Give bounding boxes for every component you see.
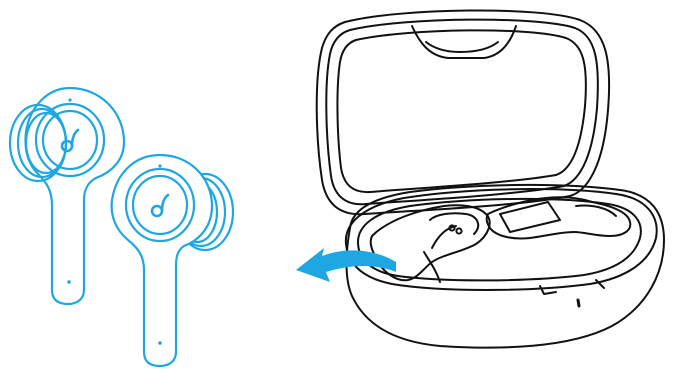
charging-pin [456, 228, 461, 233]
earbud-left [10, 88, 124, 304]
earbud-right-body [112, 155, 212, 366]
case-lid-outer [317, 10, 609, 214]
case-lid [317, 10, 609, 214]
curved-arrow-left-icon [296, 248, 396, 282]
earbud-right [112, 155, 233, 366]
case-earbud-slots [371, 197, 631, 282]
case-led-indicator [578, 300, 579, 306]
case-lid-cavity [337, 30, 585, 192]
case-lid-inner-rim [326, 20, 598, 205]
earbud-left-faceplate [36, 104, 104, 176]
charging-case [317, 10, 664, 347]
